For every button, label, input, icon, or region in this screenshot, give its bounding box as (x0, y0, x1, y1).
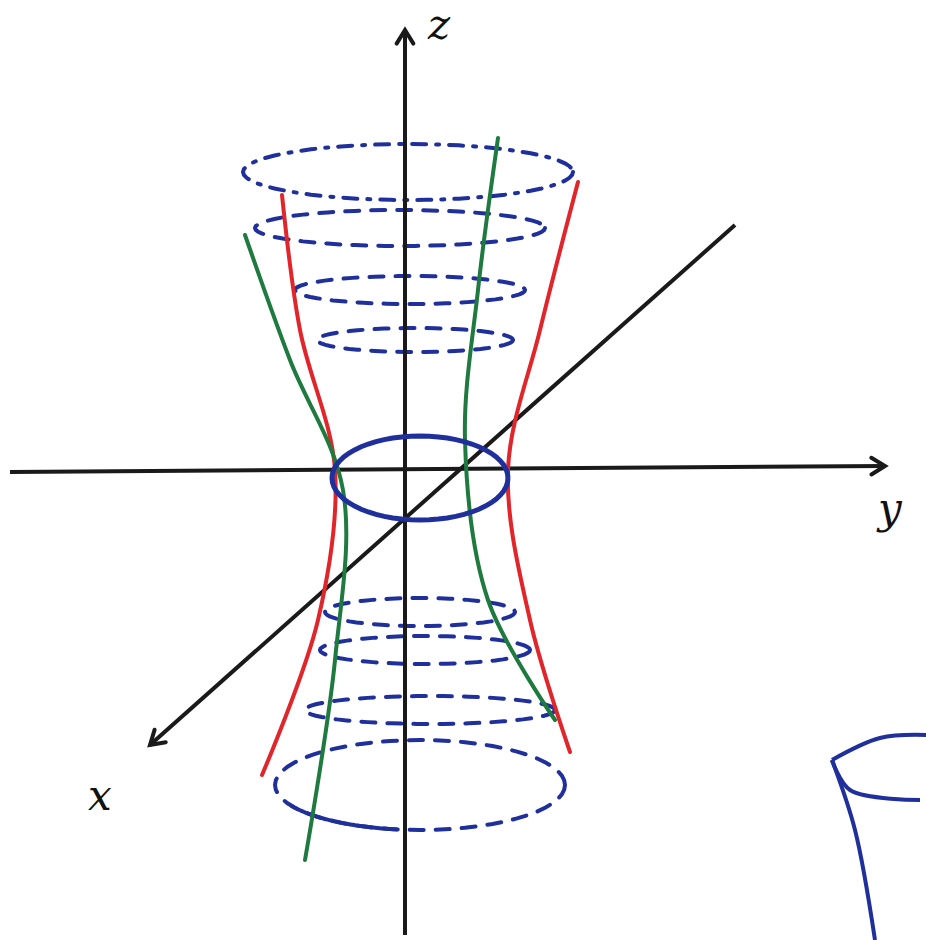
parallel-circle (255, 210, 545, 246)
x-axis (150, 225, 735, 745)
z-axis (397, 30, 414, 935)
ruling-line (245, 235, 346, 860)
y-axis-label: y (878, 488, 902, 530)
parallel-circle (291, 805, 398, 829)
parallel-circle (320, 636, 530, 664)
waist-circle (332, 436, 508, 520)
parallel-circle (317, 328, 513, 352)
x-axis-label: x (88, 775, 112, 817)
parallel-circle (243, 144, 573, 200)
ruling-line (262, 195, 336, 775)
z-axis-label: z (428, 4, 450, 46)
partial-figure (832, 735, 926, 760)
ruling-line (465, 138, 555, 720)
partial-figure (832, 760, 875, 940)
y-axis (10, 458, 885, 475)
parallel-circle (305, 696, 555, 724)
parallel-circle (295, 276, 525, 304)
parallel-circle (325, 598, 515, 626)
ruling-line (508, 182, 578, 752)
